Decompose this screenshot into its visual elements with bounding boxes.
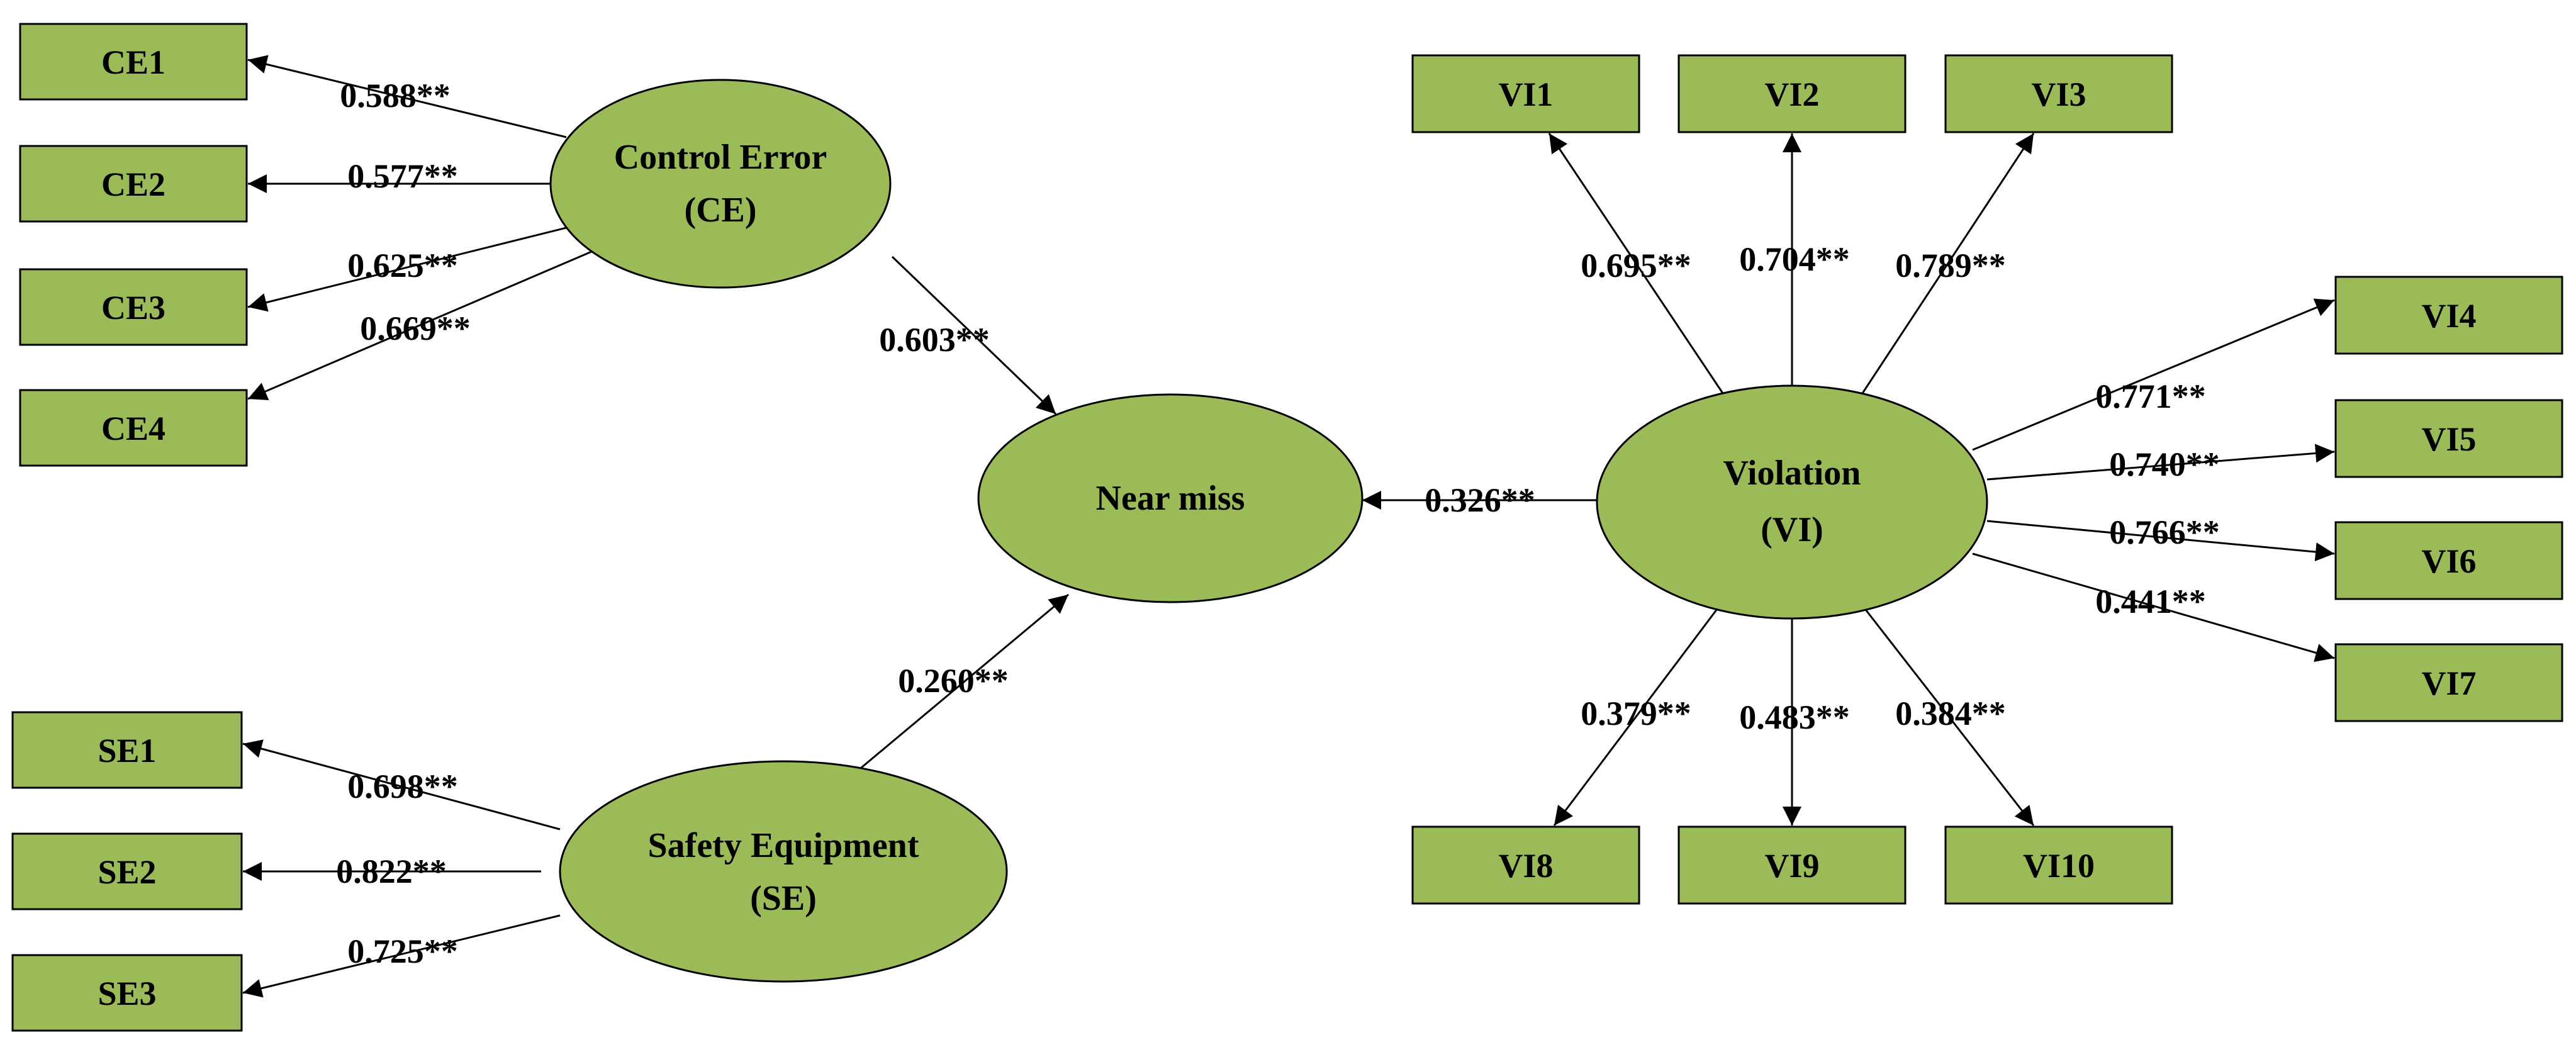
indicator-ce1-label: CE1 <box>101 43 165 81</box>
loading-ce1: 0.588** <box>340 77 451 115</box>
construct-control-error: Control Error (CE) <box>549 79 892 289</box>
indicator-ce3-label: CE3 <box>101 289 165 327</box>
edge-se-se3 <box>242 914 561 998</box>
loading-vi10: 0.384** <box>1895 695 2006 732</box>
indicator-se1: SE1 <box>11 711 243 789</box>
indicator-vi6: VI6 <box>2334 521 2563 600</box>
edge-ce-ce4 <box>247 250 592 400</box>
path-se-nm: 0.260** <box>898 662 1009 700</box>
loading-se2: 0.822** <box>336 853 447 890</box>
construct-near-miss: Near miss <box>977 393 1364 603</box>
indicator-vi1: VI1 <box>1411 54 1640 133</box>
construct-violation: Violation (VI) <box>1596 384 1988 620</box>
indicator-se2-label: SE2 <box>98 853 156 891</box>
construct-control-error-name: Control Error <box>614 138 827 177</box>
indicator-se3-label: SE3 <box>98 975 156 1012</box>
indicator-vi4-label: VI4 <box>2421 297 2476 335</box>
indicator-vi7: VI7 <box>2334 643 2563 722</box>
indicator-vi8-label: VI8 <box>1498 847 1553 885</box>
indicator-vi8: VI8 <box>1411 825 1640 905</box>
indicator-se3: SE3 <box>11 954 243 1032</box>
edge-ce-ce1 <box>247 55 567 138</box>
loading-ce3: 0.625** <box>347 247 458 284</box>
loading-se1: 0.698** <box>347 768 458 805</box>
path-ce-nm: 0.603** <box>879 321 990 359</box>
loading-vi7: 0.441** <box>2095 583 2206 620</box>
loading-vi5: 0.740** <box>2109 445 2220 483</box>
loading-vi3: 0.789** <box>1895 247 2006 284</box>
indicator-vi2: VI2 <box>1677 54 1907 133</box>
loading-vi6: 0.766** <box>2109 513 2220 551</box>
indicator-vi10: VI10 <box>1944 825 2173 905</box>
indicator-vi2-label: VI2 <box>1764 76 1819 113</box>
indicator-ce4: CE4 <box>19 389 248 467</box>
coefficients: 0.588** 0.577** 0.625** 0.669** 0.603** … <box>336 77 2220 970</box>
construct-safety-equipment-name: Safety Equipment <box>648 826 919 865</box>
indicator-vi3: VI3 <box>1944 54 2173 133</box>
loading-se3: 0.725** <box>347 932 458 970</box>
construct-violation-abbr: (VI) <box>1761 510 1823 549</box>
indicator-vi9: VI9 <box>1677 825 1907 905</box>
indicator-vi4: VI4 <box>2334 276 2563 355</box>
loading-vi1: 0.695** <box>1581 247 1691 284</box>
loading-vi8: 0.379** <box>1581 695 1691 732</box>
indicator-se2: SE2 <box>11 832 243 910</box>
indicator-ce2: CE2 <box>19 145 248 223</box>
indicator-ce1: CE1 <box>19 23 248 101</box>
edge-se-nm <box>846 593 1069 781</box>
indicator-ce2-label: CE2 <box>101 165 165 203</box>
path-vi-nm: 0.326** <box>1425 481 1535 519</box>
indicator-vi3-label: VI3 <box>2031 76 2086 113</box>
edge-vi-vi10 <box>1860 603 2035 826</box>
constructs: Control Error (CE) Near miss Violation (… <box>549 79 1988 983</box>
loading-vi4: 0.771** <box>2095 378 2206 415</box>
edges <box>242 55 2335 998</box>
indicator-vi5-label: VI5 <box>2421 420 2476 458</box>
loading-ce4: 0.669** <box>360 310 471 347</box>
construct-safety-equipment: Safety Equipment (SE) <box>559 760 1008 983</box>
construct-near-miss-name: Near miss <box>1096 479 1245 518</box>
indicator-vi10-label: VI10 <box>2023 847 2095 885</box>
edge-ce-ce3 <box>247 227 567 312</box>
edge-vi-vi6 <box>1986 520 2335 562</box>
loading-vi9: 0.483** <box>1739 698 1850 736</box>
edge-vi-vi8 <box>1553 603 1722 826</box>
edge-se-se1 <box>242 739 561 831</box>
loading-ce2: 0.577** <box>347 157 458 195</box>
indicator-ce4-label: CE4 <box>101 410 165 447</box>
edge-vi-vi7 <box>1972 552 2335 663</box>
edge-vi-vi1 <box>1548 133 1725 396</box>
edge-vi-vi3 <box>1860 133 2035 396</box>
edge-vi-vi4 <box>1972 298 2335 451</box>
loading-vi2: 0.704** <box>1739 240 1850 278</box>
construct-safety-equipment-abbr: (SE) <box>750 879 817 918</box>
edge-vi-vi5 <box>1986 444 2335 481</box>
edge-ce-nm <box>891 255 1057 415</box>
indicator-vi7-label: VI7 <box>2421 664 2476 702</box>
indicator-ce3: CE3 <box>19 268 248 346</box>
construct-violation-name: Violation <box>1723 454 1861 493</box>
indicator-se1-label: SE1 <box>98 732 156 769</box>
construct-control-error-abbr: (CE) <box>684 191 756 230</box>
indicator-boxes: CE1 CE2 CE3 CE4 SE1 SE2 SE3 VI1 <box>11 23 2563 1032</box>
indicator-vi6-label: VI6 <box>2421 542 2476 580</box>
indicator-vi9-label: VI9 <box>1764 847 1819 885</box>
indicator-vi1-label: VI1 <box>1498 76 1553 113</box>
indicator-vi5: VI5 <box>2334 399 2563 478</box>
